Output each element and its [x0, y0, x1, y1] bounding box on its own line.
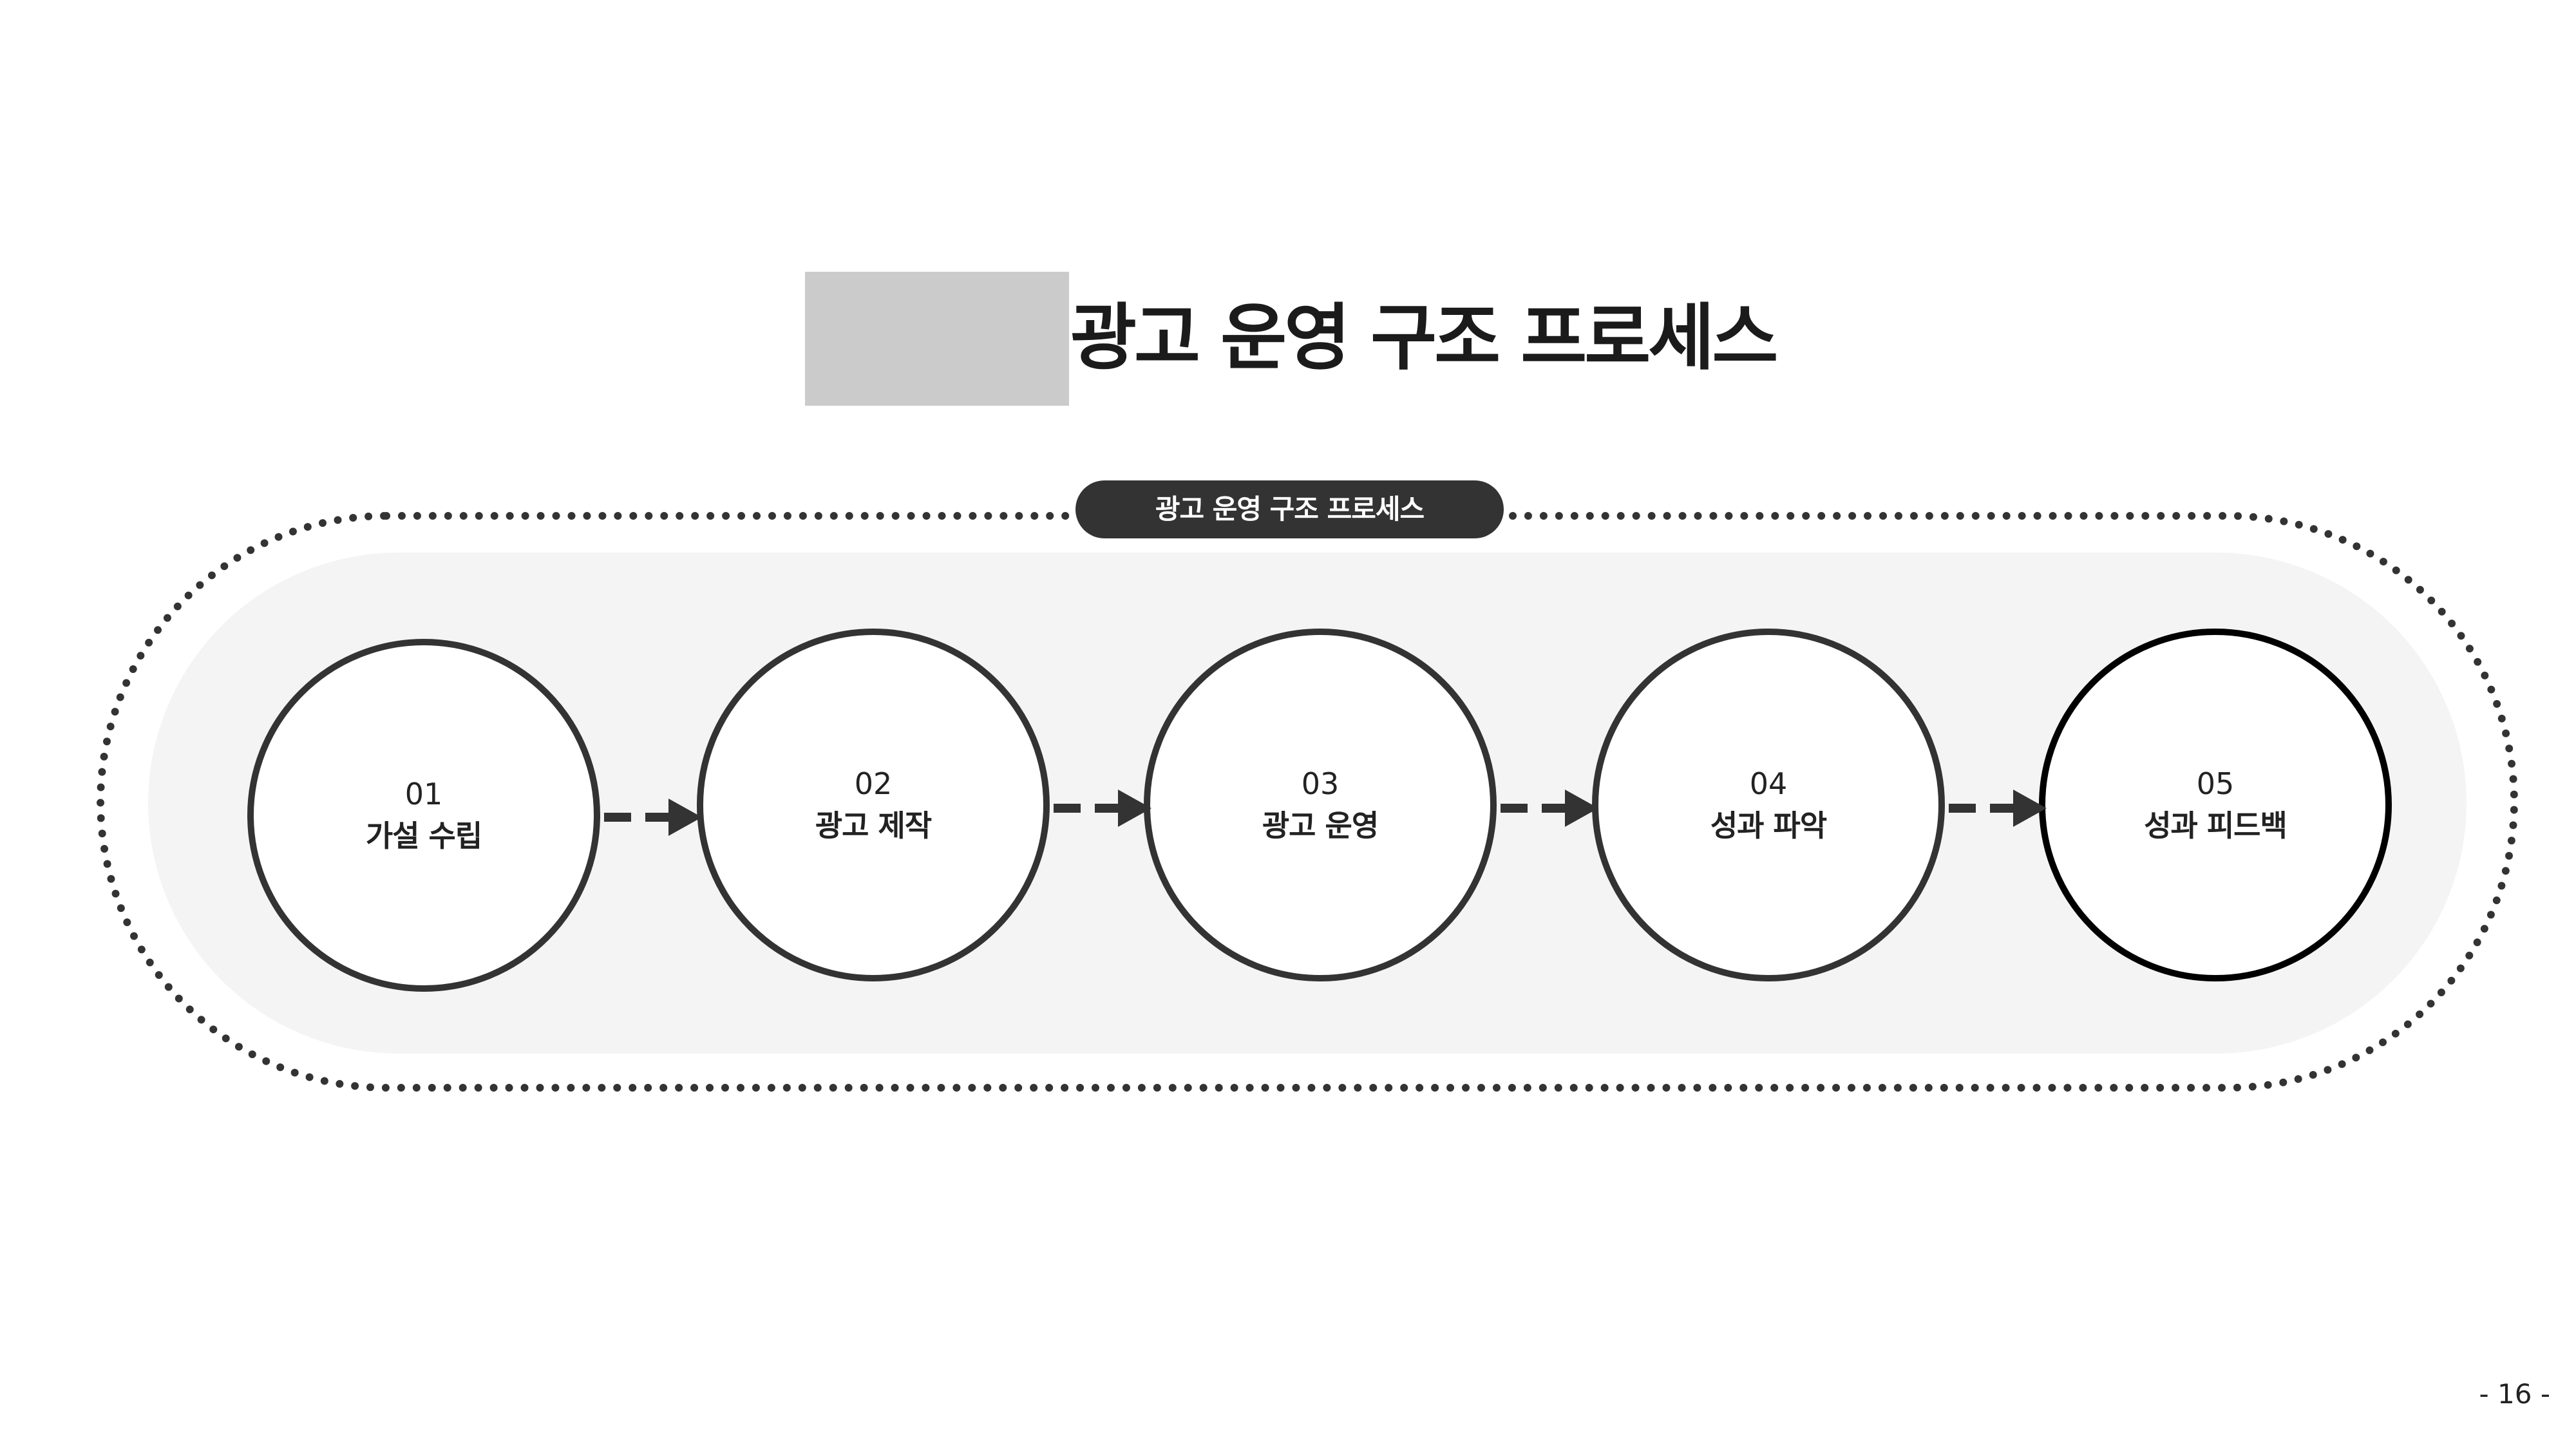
step-number: 01: [404, 777, 443, 811]
step-number: 05: [2196, 766, 2235, 801]
step-label: 성과 파악: [1710, 808, 1827, 843]
arrow-right-icon: [1501, 790, 1598, 827]
step-circle-04: 04 성과 파악: [1592, 629, 1945, 981]
step-number: 02: [854, 766, 893, 801]
step-label: 가설 수립: [365, 819, 482, 853]
step-label: 광고 제작: [815, 808, 932, 843]
step-circle-05: 05 성과 피드백: [2039, 629, 2392, 981]
step-circle-01: 01 가설 수립: [247, 639, 600, 992]
process-badge: 광고 운영 구조 프로세스: [1075, 480, 1504, 538]
step-label: 성과 피드백: [2144, 808, 2287, 843]
step-label: 광고 운영: [1262, 808, 1379, 843]
step-circle-03: 03 광고 운영: [1144, 629, 1497, 981]
page-number: - 16 -: [2479, 1378, 2550, 1410]
step-number: 04: [1749, 766, 1788, 801]
step-number: 03: [1301, 766, 1340, 801]
arrow-right-icon: [1949, 790, 2047, 827]
arrow-right-icon: [1054, 790, 1151, 827]
title-accent-block: [805, 272, 1069, 406]
page-title: 광고 운영 구조 프로세스: [1070, 296, 1778, 380]
arrow-right-icon: [604, 799, 702, 836]
step-circle-02: 02 광고 제작: [697, 629, 1050, 981]
